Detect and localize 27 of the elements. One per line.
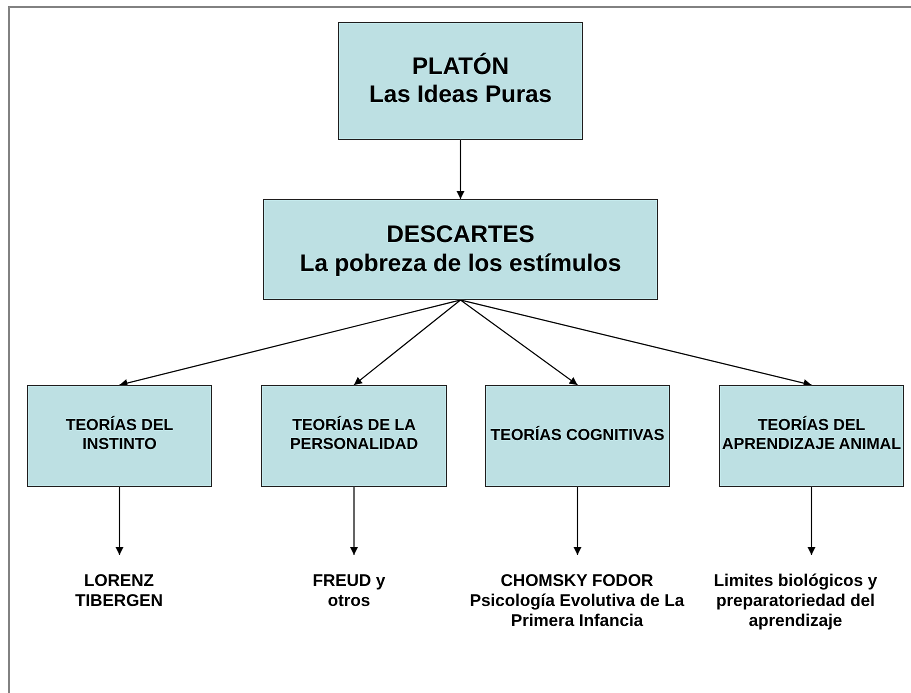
concept-box	[27, 385, 212, 487]
arrow	[460, 300, 578, 386]
concept-box	[261, 385, 447, 487]
box-subtitle: Las Ideas Puras	[369, 81, 552, 110]
arrow	[460, 299, 812, 387]
box-title: TEORÍAS DEL INSTINTO	[64, 417, 174, 455]
arrow	[350, 487, 358, 555]
author-text: CHOMSKY FODOR Psicología Evolutiva de La Primera Infancia	[468, 571, 686, 632]
box-title: TEORÍAS DE LA PERSONALIDAD	[288, 417, 419, 455]
author-text: Limites biológicos y preparatoriedad del aprendizaje	[712, 571, 878, 632]
arrow	[116, 487, 124, 555]
arrow	[808, 487, 816, 555]
author-text: FREUD y otros	[312, 571, 386, 612]
concept-box	[485, 385, 670, 487]
box-title: TEORÍAS COGNITIVAS	[490, 426, 664, 446]
box-title: DESCARTES	[386, 221, 535, 250]
box-title: PLATÓN	[412, 52, 509, 81]
arrow	[354, 300, 461, 386]
box-subtitle: La pobreza de los estímulos	[300, 250, 622, 278]
arrow	[574, 487, 582, 555]
arrow	[119, 299, 461, 387]
arrow	[456, 140, 464, 199]
concept-box	[338, 22, 583, 140]
concept-box	[263, 199, 658, 300]
author-text: LORENZ TIBERGEN	[74, 571, 164, 612]
box-title: TEORÍAS DEL APRENDIZAJE ANIMAL	[721, 417, 902, 455]
concept-box	[719, 385, 904, 487]
